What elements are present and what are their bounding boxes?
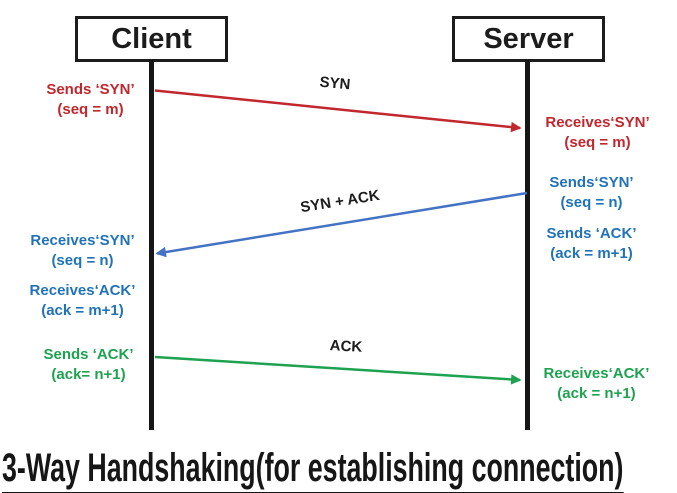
note-line1: Receives‘ACK’ <box>543 365 650 382</box>
note-line1: Receives‘SYN’ <box>30 232 135 249</box>
ack-arrow-label: ACK <box>329 337 363 356</box>
server-lifeline <box>525 60 530 430</box>
note-line1: Sends ‘SYN’ <box>46 81 135 98</box>
note-line2: (ack = m+1) <box>41 302 124 319</box>
client-receives-syn-note: Receives‘SYN’ (seq = n) <box>10 231 155 271</box>
syn-ack-arrow-label: SYN + ACK <box>299 186 381 217</box>
note-line1: Sends‘SYN’ <box>549 174 634 191</box>
note-line2: (seq = n) <box>560 194 623 211</box>
client-sends-syn-note: Sends ‘SYN’ (seq = m) <box>18 80 163 120</box>
server-receives-syn-note: Receives‘SYN’ (seq = m) <box>525 113 670 153</box>
client-receives-ack-note: Receives‘ACK’ (ack = m+1) <box>10 281 155 321</box>
server-box: Server <box>452 16 605 62</box>
note-line2: (seq = m) <box>57 101 124 118</box>
server-label: Server <box>483 22 574 55</box>
client-box: Client <box>75 16 228 62</box>
diagram-title: 3-Way Handshaking(for establishing conne… <box>2 446 624 493</box>
note-line2: (ack = m+1) <box>550 245 633 262</box>
note-line1: Receives‘ACK’ <box>29 282 136 299</box>
note-line1: Sends ‘ACK’ <box>43 346 134 363</box>
syn-arrow-label: SYN <box>318 73 352 94</box>
note-line2: (seq = m) <box>564 134 631 151</box>
client-sends-ack-note: Sends ‘ACK’ (ack= n+1) <box>16 345 161 385</box>
note-line1: Sends ‘ACK’ <box>546 225 637 242</box>
syn-arrow <box>154 89 522 133</box>
note-line2: (ack= n+1) <box>51 366 126 383</box>
server-sends-syn-note: Sends‘SYN’ (seq = n) <box>519 173 664 213</box>
client-lifeline <box>149 60 154 430</box>
diagram-title-text: 3-Way Handshaking(for establishing conne… <box>2 446 624 493</box>
server-receives-ack-note: Receives‘ACK’ (ack = n+1) <box>524 364 669 404</box>
server-sends-ack-note: Sends ‘ACK’ (ack = m+1) <box>519 224 664 264</box>
ack-arrow <box>154 355 522 385</box>
client-label: Client <box>111 22 192 55</box>
note-line1: Receives‘SYN’ <box>545 114 650 131</box>
note-line2: (ack = n+1) <box>557 385 636 402</box>
note-line2: (seq = n) <box>51 252 114 269</box>
